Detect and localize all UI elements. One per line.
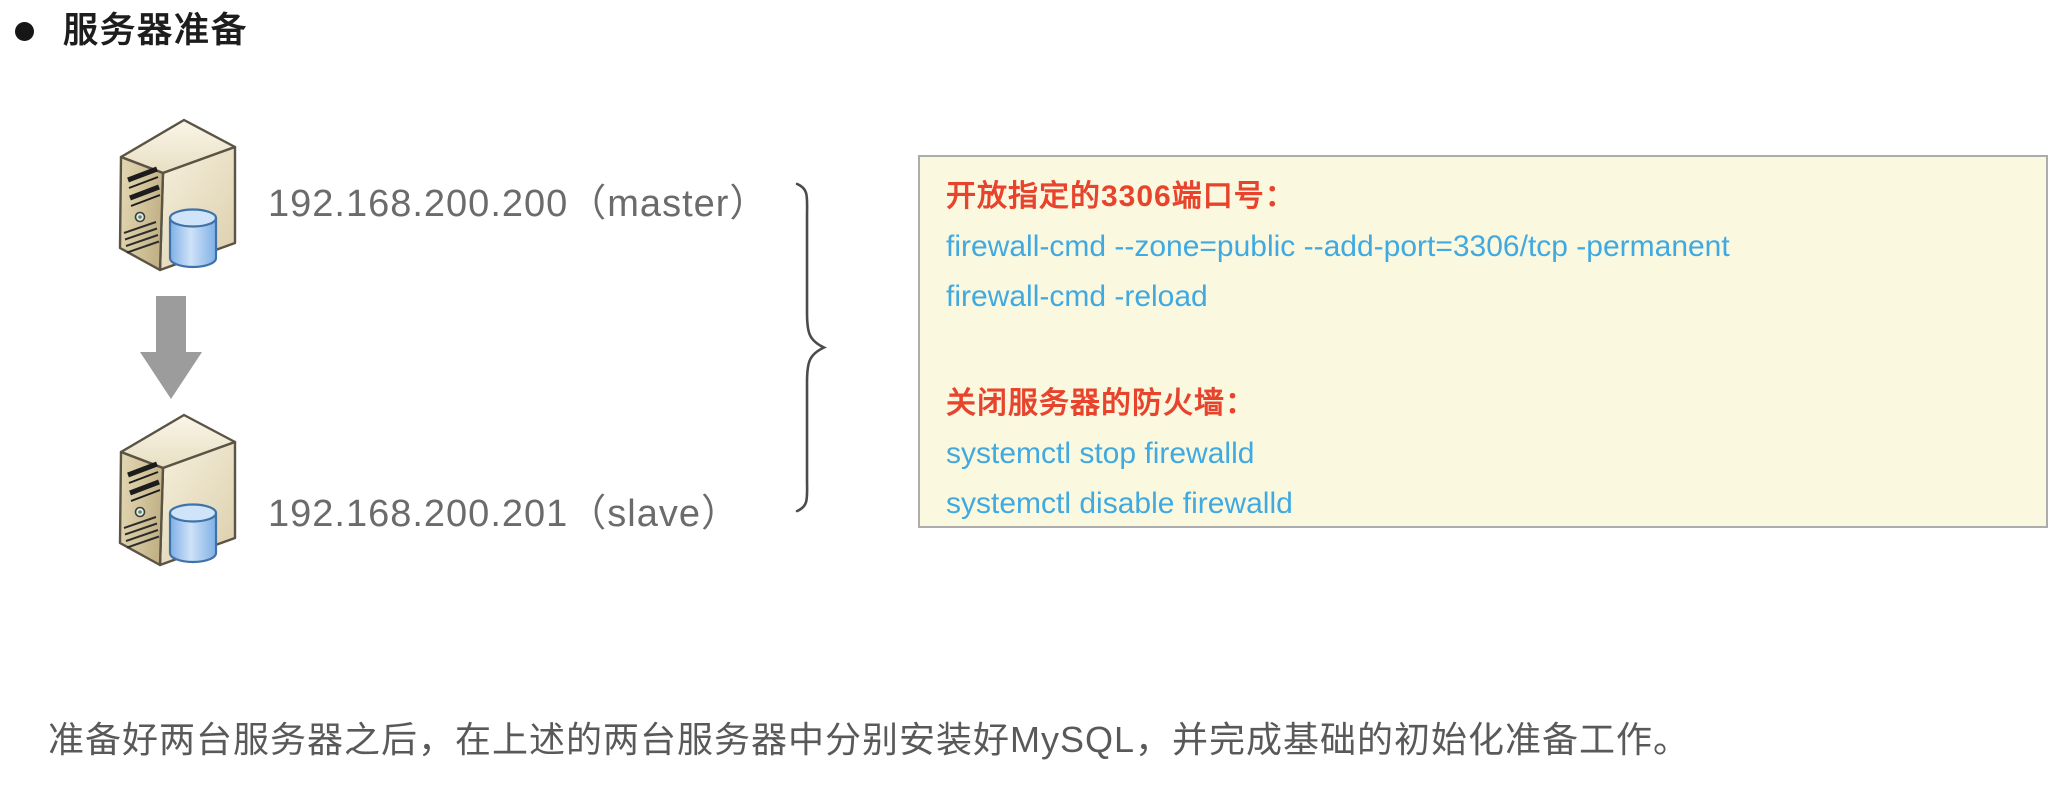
bullet-icon	[15, 22, 34, 41]
command-stop-firewalld: systemctl stop firewalld	[946, 437, 1255, 470]
disable-firewall-heading: 关闭服务器的防火墙：	[946, 387, 1256, 420]
command-disable-firewalld: systemctl disable firewalld	[946, 487, 1293, 520]
info-section-disable-firewall: 关闭服务器的防火墙： systemctl stop firewalld syst…	[946, 378, 2046, 528]
open-port-heading: 开放指定的3306端口号：	[946, 180, 1296, 213]
firewall-info-box: 开放指定的3306端口号： firewall-cmd --zone=public…	[918, 155, 2048, 528]
command-add-port: firewall-cmd --zone=public --add-port=33…	[946, 230, 1730, 263]
arrow-down-icon	[140, 296, 202, 399]
brace-icon	[795, 182, 828, 513]
server-slave-label: 192.168.200.201（slave）	[268, 493, 740, 535]
section-title: 服务器准备	[15, 2, 248, 53]
section-title-label: 服务器准备	[63, 11, 249, 50]
command-reload: firewall-cmd -reload	[946, 280, 1208, 313]
server-master-label: 192.168.200.200（master）	[268, 183, 769, 225]
footer-note: 准备好两台服务器之后，在上述的两台服务器中分别安装好MySQL，并完成基础的初始…	[48, 719, 1691, 760]
server-master-icon	[118, 118, 237, 272]
info-section-open-port: 开放指定的3306端口号： firewall-cmd --zone=public…	[946, 171, 2046, 321]
server-slave-icon	[118, 413, 237, 567]
